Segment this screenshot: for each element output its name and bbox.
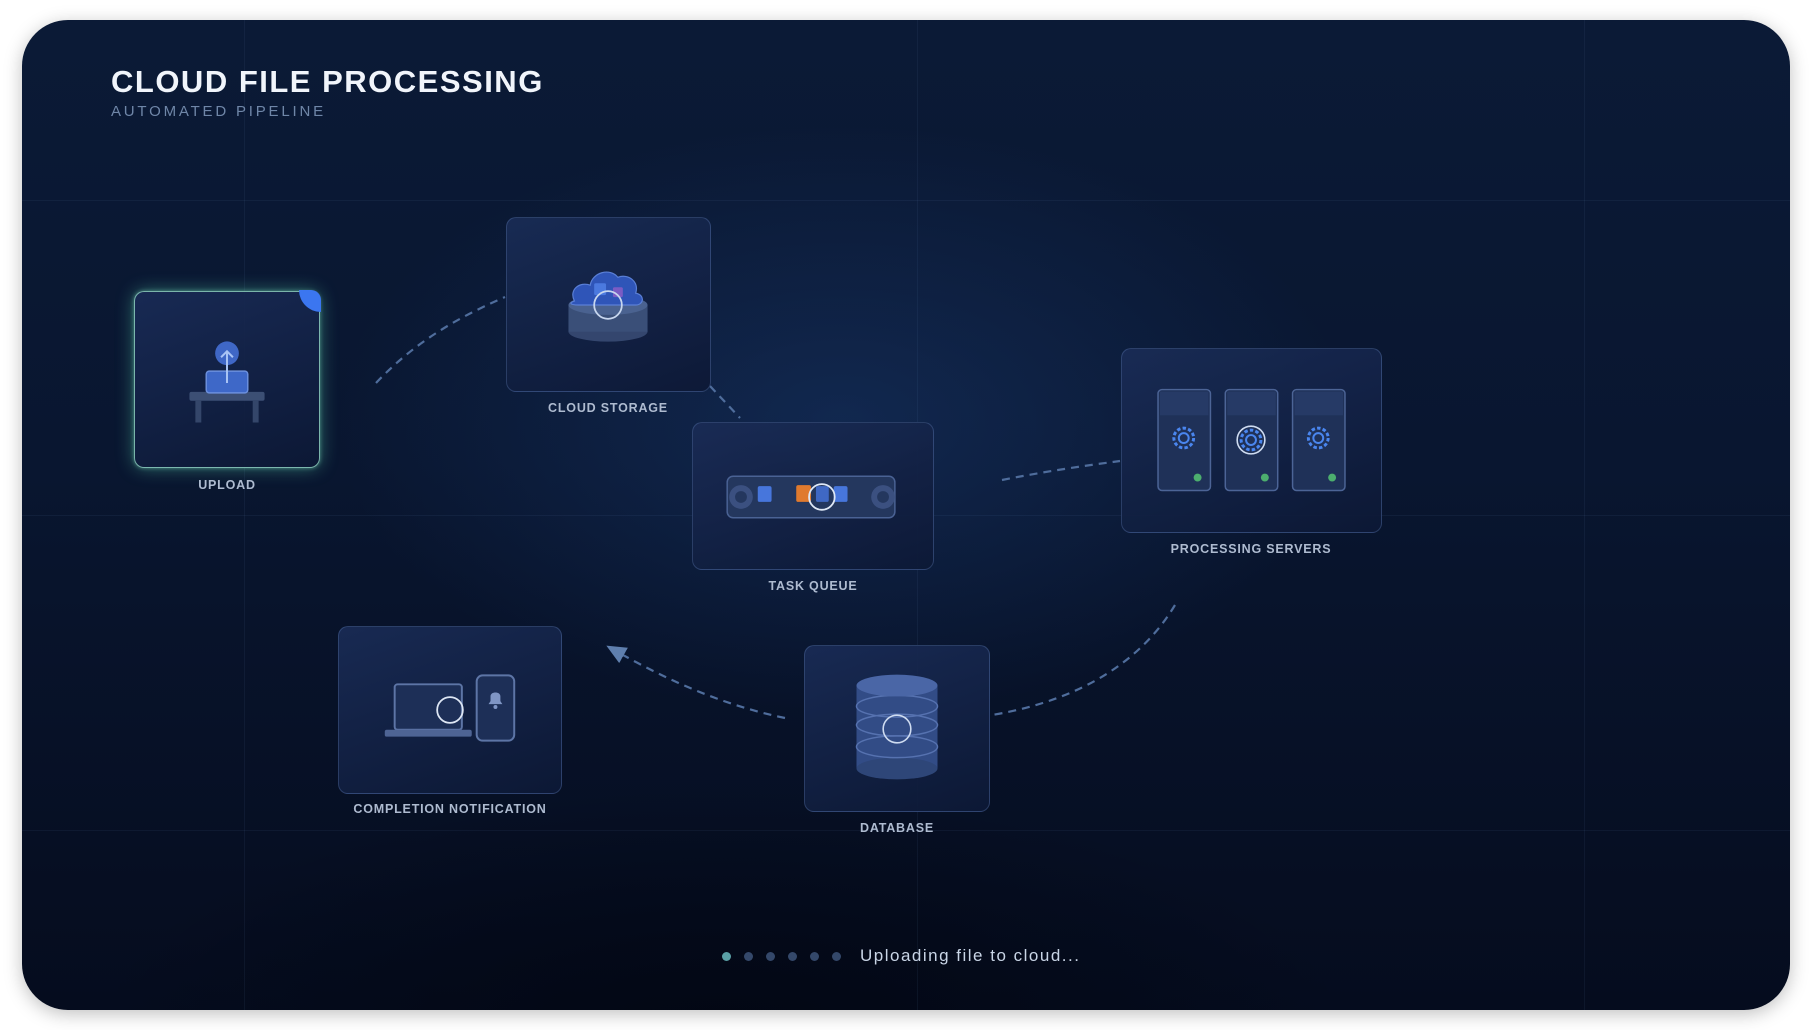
node-label-upload: UPLOAD	[198, 478, 256, 492]
step-dot	[788, 951, 797, 961]
grid-line	[22, 200, 1790, 201]
node-cloud-storage[interactable]	[506, 217, 711, 392]
connector-queue-servers	[1001, 459, 1121, 482]
upload-workstation-icon	[189, 341, 265, 423]
connector-upload-storage	[375, 295, 506, 384]
node-label-processing-servers: PROCESSING SERVERS	[1170, 542, 1332, 556]
grid-line	[22, 830, 1790, 831]
step-dot	[810, 951, 819, 961]
node-label-cloud-storage: CLOUD STORAGE	[548, 401, 668, 415]
task-queue-icon	[726, 475, 896, 519]
connector-database-notification	[606, 645, 786, 720]
progress-indicator: Uploading file to cloud...	[722, 946, 1080, 966]
page-subtitle: AUTOMATED PIPELINE	[111, 103, 326, 120]
node-label-database: DATABASE	[860, 821, 934, 835]
grid-line	[1584, 20, 1585, 1010]
server-unit	[1291, 388, 1346, 492]
database-icon	[855, 674, 939, 780]
connector-storage-queue	[709, 385, 741, 419]
grid-line	[244, 20, 245, 1010]
node-upload[interactable]	[134, 290, 321, 468]
node-task-queue[interactable]	[692, 422, 934, 570]
server-unit	[1157, 388, 1212, 492]
node-processing-servers[interactable]	[1121, 348, 1382, 533]
server-unit	[1224, 388, 1279, 492]
step-dot	[744, 951, 753, 961]
laptop-phone-notification-icon	[384, 674, 516, 742]
node-label-task-queue: TASK QUEUE	[768, 579, 858, 593]
flow-connectors	[375, 295, 1176, 720]
step-dot	[766, 951, 775, 961]
diagram-canvas: CLOUD FILE PROCESSING AUTOMATED PIPELINE…	[22, 20, 1790, 1010]
server-rack-icon	[1157, 388, 1346, 492]
node-completion-notification[interactable]	[338, 626, 562, 794]
step-dot-active	[722, 951, 731, 961]
node-label-completion-notification: COMPLETION NOTIFICATION	[353, 802, 547, 816]
step-dot	[832, 951, 841, 961]
page-title: CLOUD FILE PROCESSING	[111, 64, 544, 99]
node-database[interactable]	[804, 645, 990, 812]
cloud-storage-icon	[568, 271, 648, 342]
status-text: Uploading file to cloud...	[860, 946, 1081, 965]
connector-servers-database	[991, 604, 1176, 717]
